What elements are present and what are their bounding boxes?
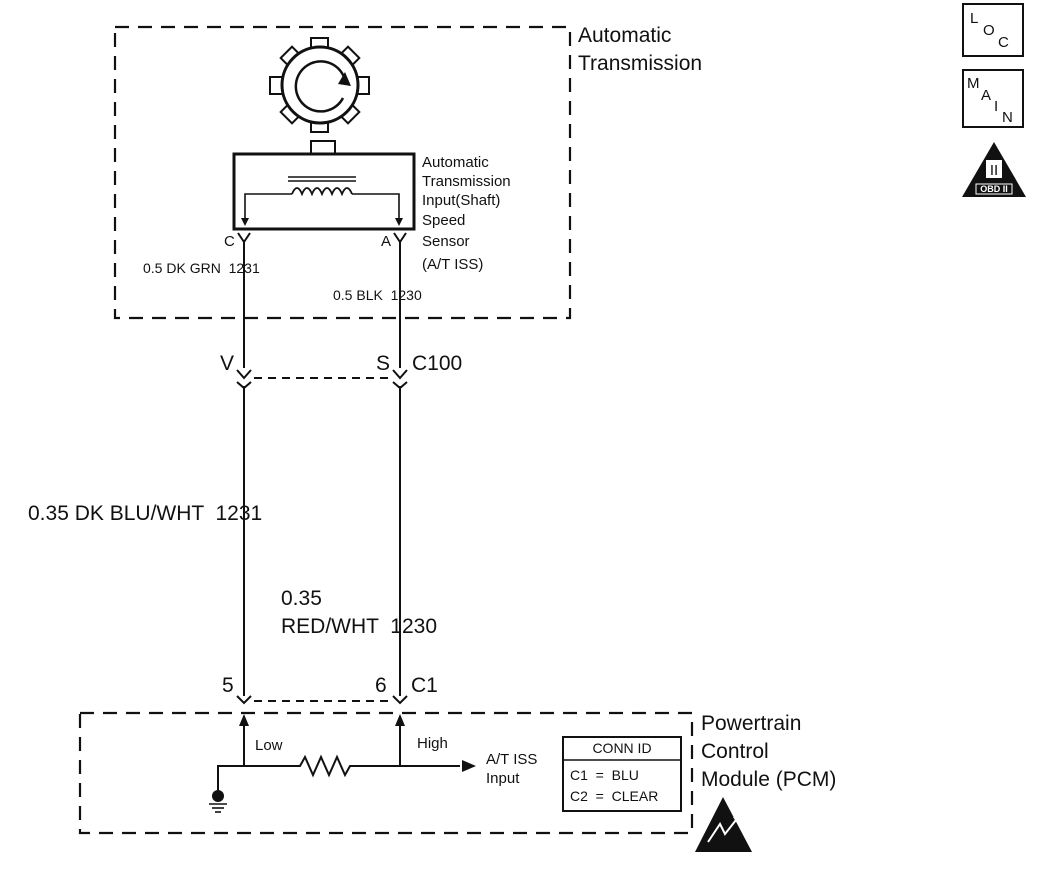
svg-text:L: L	[970, 10, 978, 27]
transmission-title-line2: Transmission	[578, 52, 702, 75]
pcm-title-line2: Control	[701, 740, 769, 763]
conn-id-header: CONN ID	[592, 740, 651, 756]
pcm-high-label: High	[417, 735, 448, 752]
sensor-pin-c: C	[224, 233, 235, 250]
conn-id-row-2: C2 = CLEAR	[570, 788, 658, 804]
svg-text:N: N	[1002, 109, 1013, 126]
loc-badge[interactable]: L O C	[962, 3, 1024, 57]
pcm-low-label: Low	[255, 737, 283, 754]
wire-label-blk-1230: 0.5 BLK 1230	[333, 287, 422, 303]
c1-pin-6: 6	[375, 674, 387, 697]
sensor-label-line-4: Speed	[422, 212, 465, 229]
c100-name: C100	[412, 352, 462, 375]
wire-label-red-wht-1230: RED/WHT 1230	[281, 615, 437, 638]
pcm-title-line3: Module (PCM)	[701, 768, 836, 791]
transmission-boundary	[113, 25, 572, 320]
pcm-output-label-line2: Input	[486, 770, 520, 787]
svg-text:A: A	[981, 87, 991, 104]
sensor-label-line-1: Automatic	[422, 154, 489, 171]
wire-label-red-wht-size: 0.35	[281, 587, 322, 610]
main-badge[interactable]: M A I N	[962, 69, 1024, 128]
svg-text:OBD II: OBD II	[980, 184, 1008, 194]
sensor-pin-a-connector	[393, 232, 407, 244]
wire-label-dk-grn-1231: 0.5 DK GRN 1231	[143, 260, 260, 276]
sensor-label-line-6: (A/T ISS)	[422, 256, 483, 273]
svg-text:II: II	[990, 162, 998, 179]
connector-c1	[236, 695, 408, 705]
svg-text:C: C	[998, 34, 1009, 51]
ground-icon	[209, 790, 227, 813]
esd-warning-icon	[695, 797, 752, 852]
reluctor-wheel-icon	[269, 37, 370, 133]
pcm-input-circuit	[217, 714, 476, 792]
speed-sensor-body	[232, 140, 416, 231]
conn-id-table: CONN ID C1 = BLU C2 = CLEAR	[562, 736, 682, 812]
sensor-label: Automatic Transmission Input(Shaft) Spee…	[422, 154, 511, 273]
pcm-title-line1: Powertrain	[701, 712, 801, 735]
sensor-label-line-3: Input(Shaft)	[422, 192, 500, 209]
c1-name: C1	[411, 674, 438, 697]
c100-pin-v: V	[220, 352, 234, 375]
obd-ii-badge[interactable]: II OBD II	[962, 142, 1026, 197]
svg-text:M: M	[967, 75, 980, 92]
sensor-label-line-2: Transmission	[422, 173, 511, 190]
sensor-label-line-5: Sensor	[422, 233, 470, 250]
c1-pin-5: 5	[222, 674, 234, 697]
svg-text:I: I	[994, 98, 998, 115]
c100-pin-s: S	[376, 352, 390, 375]
svg-text:O: O	[983, 22, 995, 39]
wire-label-dk-blu-wht-1231: 0.35 DK BLU/WHT 1231	[28, 502, 262, 525]
pcm-output-label-line1: A/T ISS	[486, 751, 537, 768]
transmission-title-line1: Automatic	[578, 24, 671, 47]
conn-id-row-1: C1 = BLU	[570, 767, 639, 783]
sensor-pin-a: A	[381, 233, 391, 250]
sensor-pin-c-connector	[237, 232, 251, 244]
pcm-boundary	[78, 711, 694, 835]
